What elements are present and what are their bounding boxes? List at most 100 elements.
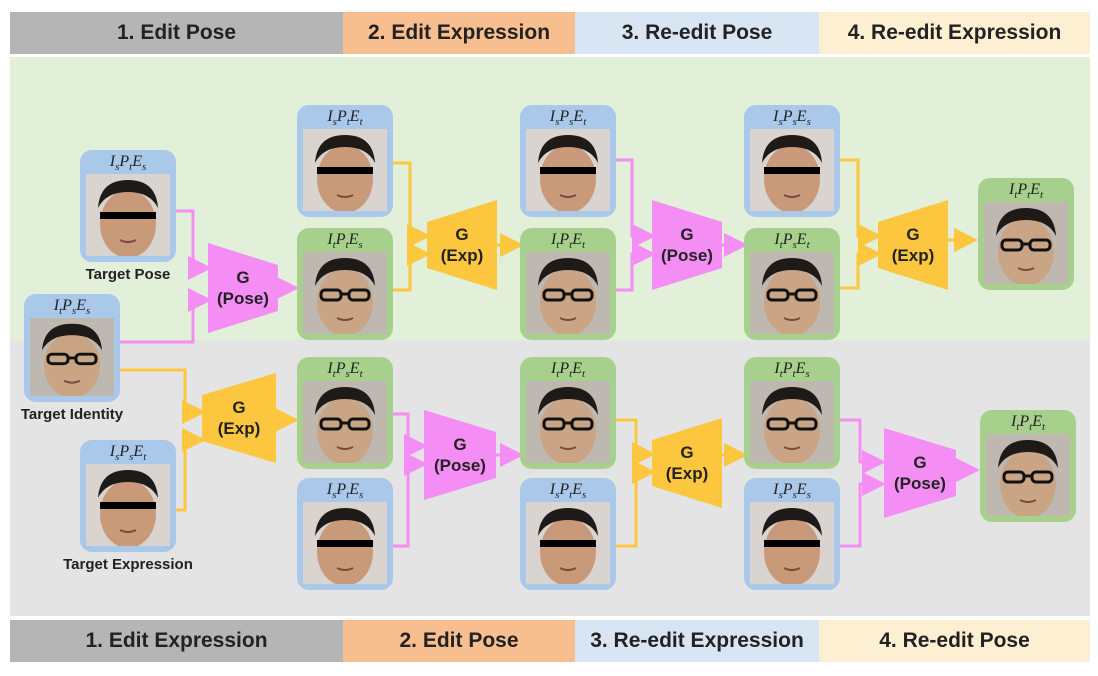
label-subscript: s (569, 116, 574, 129)
label-subscript: t (1027, 189, 1031, 202)
label-subscript: t (1029, 421, 1033, 434)
card-bot-c4-lower: IsPsEs (744, 478, 840, 590)
label-symbol: E (1032, 413, 1042, 430)
arrow-c3l-to-g-pose (616, 242, 656, 292)
card-top-c3-upper: IsPsEt (520, 105, 616, 217)
label-subscript: t (359, 116, 363, 129)
arrow-b4u-to-g-pose (840, 418, 886, 474)
label-symbol: E (796, 108, 807, 125)
arrow-b2l-to-g-pose (393, 452, 428, 548)
card-label: ItPtEt (520, 229, 616, 251)
card-top-c3-lower: ItPtEt (520, 228, 616, 340)
generator-pose-top-reedit: G (Pose) (652, 200, 722, 290)
bottom-header-4: 4. Re-edit Pose (819, 620, 1090, 662)
face-image (303, 129, 387, 211)
card-top-final: ItPtEt (978, 178, 1074, 290)
label-subscript: s (806, 489, 811, 502)
label-symbol: I (109, 153, 116, 170)
card-label: ItPsEt (297, 358, 393, 380)
label-subscript: s (71, 305, 77, 318)
card-label: IsPtEs (520, 479, 616, 501)
label-symbol: P (559, 360, 570, 377)
label-symbol: I (550, 360, 557, 377)
card-bot-c3-lower: IsPtEs (520, 478, 616, 590)
label-subscript: t (143, 451, 147, 464)
card-bot-c4-upper: ItPtEs (744, 357, 840, 469)
label-subscript: s (806, 116, 811, 129)
label-subscript: t (569, 368, 573, 381)
label-subscript: t (569, 239, 573, 252)
generator-pose-bottom: G (Pose) (424, 410, 496, 500)
label-subscript: t (556, 368, 560, 381)
face-image (750, 381, 834, 463)
card-bot-final: ItPtEt (980, 410, 1076, 522)
label-subscript: t (792, 368, 796, 381)
label-subscript: s (332, 116, 337, 129)
label-symbol: E (795, 360, 806, 377)
arrow-c4u-to-g-exp (840, 158, 882, 248)
label-symbol: E (348, 231, 359, 248)
label-symbol: I (773, 481, 779, 498)
label-subscript: t (332, 368, 336, 381)
top-header-4: 4. Re-edit Expression (819, 12, 1090, 54)
label-symbol: E (76, 297, 86, 314)
card-label: IsPtEs (297, 479, 393, 501)
label-symbol: I (327, 108, 333, 125)
label-symbol: E (572, 360, 582, 377)
label-subscript: t (779, 239, 783, 252)
label-symbol: E (1030, 181, 1040, 198)
label-subscript: s (778, 116, 783, 129)
label-subscript: s (805, 368, 810, 381)
label-subscript: t (1041, 421, 1046, 434)
label-subscript: s (358, 489, 364, 502)
face-image (526, 252, 610, 334)
arrow-b3u-to-g-exp (616, 418, 656, 466)
label-subscript: t (359, 368, 363, 381)
card-label: IsPsEt (80, 441, 176, 463)
label-symbol: I (774, 231, 780, 248)
label-symbol: P (1017, 181, 1028, 198)
label-symbol: I (1008, 181, 1015, 198)
label-subscript: t (1016, 421, 1020, 434)
face-image (750, 502, 834, 584)
label-symbol: I (774, 360, 780, 377)
label-symbol: P (559, 481, 570, 498)
label-subscript: s (141, 161, 147, 174)
label-symbol: I (550, 231, 557, 248)
face-image (750, 252, 834, 334)
label-symbol: E (572, 481, 582, 498)
label-subscript: s (115, 451, 120, 464)
generator-exp-top: G (Exp) (427, 200, 497, 290)
label-subscript: s (792, 116, 797, 129)
label-symbol: I (773, 108, 779, 125)
label-symbol: P (335, 360, 346, 377)
face-image (526, 502, 610, 584)
label-subscript: s (792, 239, 797, 252)
label-symbol: P (559, 108, 570, 125)
label-subscript: t (583, 116, 587, 129)
card-bot-c2-lower: IsPtEs (297, 478, 393, 590)
card-label: ItPtEt (978, 179, 1074, 201)
label-subscript: s (129, 451, 134, 464)
face-image (303, 502, 387, 584)
face-image (526, 129, 610, 211)
card-label: ItPsEt (744, 229, 840, 251)
label-symbol: P (335, 231, 346, 248)
label-subscript: s (345, 368, 350, 381)
label-subscript: t (556, 239, 560, 252)
label-symbol: P (782, 231, 793, 248)
arrow-b4l-to-g-pose (840, 472, 886, 548)
generator-pose-bottom-reedit: G (Pose) (884, 428, 956, 518)
label-symbol: I (327, 231, 333, 248)
top-header-2: 2. Edit Expression (343, 12, 575, 54)
card-target-identity: ItPsEs (24, 294, 120, 402)
card-label: IsPsEs (744, 479, 840, 501)
label-symbol: E (133, 443, 144, 460)
generator-exp-top-reedit: G (Exp) (878, 200, 948, 290)
label-symbol: I (549, 108, 556, 125)
generator-pose-top: G (Pose) (208, 243, 278, 333)
card-top-c4-upper: IsPsEs (744, 105, 840, 217)
label-subscript: s (792, 489, 797, 502)
label-symbol: E (572, 231, 582, 248)
